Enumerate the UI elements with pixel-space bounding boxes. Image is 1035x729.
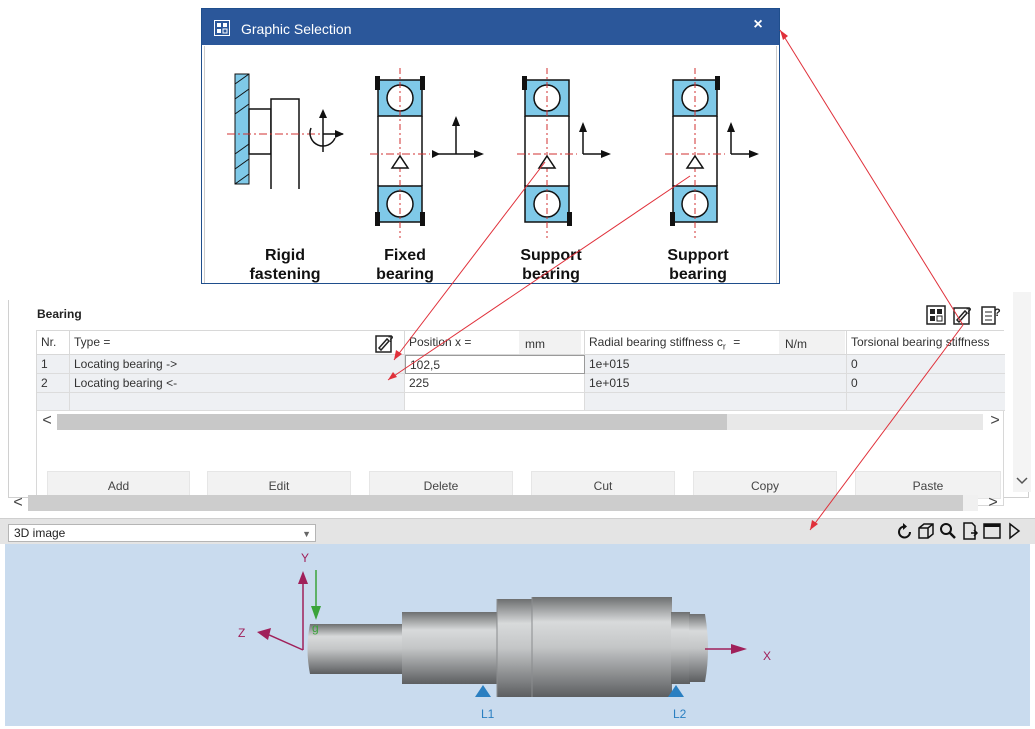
row1-nr: 1 — [37, 355, 70, 374]
3d-viewport[interactable]: Y g Z X L1 L2 — [5, 544, 1030, 726]
header-torsional: Torsional bearing stiffness — [847, 331, 1005, 355]
row3-torsional[interactable] — [847, 393, 1005, 411]
axis-y-label: Y — [301, 551, 310, 565]
table-scroll-right-button[interactable]: > — [990, 412, 1000, 429]
support-bearing-graphic-1[interactable] — [517, 68, 627, 238]
add-button[interactable]: Add — [47, 471, 190, 499]
panel-scroll-left-button[interactable]: < — [13, 494, 23, 511]
table-scrollbar-track[interactable] — [57, 414, 983, 430]
header-type-label: Type = — [74, 335, 111, 349]
edit-type-icon[interactable]: ? — [375, 333, 395, 353]
header-nr: Nr. — [37, 331, 70, 355]
chevron-down-icon: ▼ — [302, 529, 311, 539]
shaft-segment-5 — [671, 612, 690, 684]
annotation-line-3 — [779, 29, 964, 326]
dialog-body: Rigid fastening — [204, 46, 777, 283]
shaft-segment-4 — [532, 597, 672, 697]
panel-scrollbar-track[interactable] — [28, 495, 978, 511]
graphic-selection-icon — [214, 20, 230, 36]
header-radial-sub: r — [722, 341, 726, 352]
shaft-segment-2 — [402, 612, 499, 684]
svg-text:?: ? — [388, 334, 394, 344]
header-type: Type = ? — [70, 331, 405, 355]
svg-text:?: ? — [994, 307, 1001, 319]
header-radial-label: Radial bearing stiffness c — [589, 335, 723, 349]
window-icon[interactable] — [983, 522, 1001, 540]
graphic-selection-icon[interactable] — [926, 305, 946, 325]
header-radial-eq: = — [733, 335, 741, 349]
row3-position[interactable] — [405, 393, 585, 411]
dialog-titlebar[interactable]: Graphic Selection × — [202, 9, 779, 45]
row3-radial[interactable] — [585, 393, 847, 411]
bearing-marker-l1 — [475, 685, 491, 697]
option-rigid-label[interactable]: Rigid fastening — [249, 247, 321, 283]
shaft-segment-1 — [307, 624, 403, 674]
row2-radial[interactable]: 1e+015 — [585, 374, 847, 393]
gravity-label: g — [312, 621, 319, 635]
cube-icon[interactable] — [917, 522, 935, 540]
axis-z-label: Z — [238, 626, 246, 640]
bearing-label-l2: L2 — [673, 707, 687, 721]
svg-text:?: ? — [966, 306, 972, 316]
panel-scrollbar-thumb[interactable] — [28, 495, 963, 511]
rotate-icon[interactable] — [897, 522, 913, 540]
row2-type[interactable]: Locating bearing <- — [70, 374, 405, 393]
bearing-label-l1: L1 — [481, 707, 495, 721]
close-icon[interactable]: × — [753, 16, 763, 33]
row1-torsional[interactable]: 0 — [847, 355, 1005, 374]
panel-vertical-scrollbar[interactable] — [1013, 292, 1031, 492]
play-icon[interactable] — [1007, 522, 1021, 540]
option-support-label-2[interactable]: Support bearing — [667, 247, 729, 283]
row2-torsional[interactable]: 0 — [847, 374, 1005, 393]
support-bearing-graphic-2[interactable] — [665, 68, 775, 238]
fixed-bearing-graphic[interactable] — [370, 68, 490, 238]
shaft-3d-model — [257, 570, 747, 697]
edit-sheet-icon[interactable]: ? — [953, 305, 973, 325]
panel-scroll-right-button[interactable]: > — [988, 494, 998, 511]
row3-nr — [37, 393, 70, 411]
z-axis — [266, 633, 304, 651]
rigid-fastening-graphic[interactable] — [225, 64, 345, 195]
header-position: Position x = mm — [405, 331, 585, 355]
scroll-down-icon[interactable] — [1015, 475, 1029, 487]
shaft-segment-6 — [689, 614, 708, 682]
header-radial: Radial bearing stiffness cr = N/m — [585, 331, 847, 355]
graphic-selection-dialog: Graphic Selection × Rigid fastening — [201, 8, 780, 284]
row1-position[interactable]: 102,5 — [405, 355, 585, 374]
option-support-label-1[interactable]: Support bearing — [520, 247, 582, 283]
bearing-table: Nr. Type = ? Position x = mm Radial bear… — [36, 330, 1005, 506]
header-position-label: Position x = — [409, 335, 472, 349]
section-title: Bearing — [37, 307, 82, 321]
view-dropdown[interactable]: 3D image ▼ — [8, 524, 316, 542]
dialog-title: Graphic Selection — [241, 21, 352, 37]
header-position-unit: mm — [519, 331, 581, 354]
bearing-marker-l2 — [668, 685, 684, 697]
row3-type[interactable] — [70, 393, 405, 411]
row1-type[interactable]: Locating bearing -> — [70, 355, 405, 374]
axis-x-label: X — [763, 649, 772, 663]
header-radial-unit: N/m — [779, 331, 845, 354]
table-scrollbar-thumb[interactable] — [57, 414, 727, 430]
option-fixed-label[interactable]: Fixed bearing — [376, 247, 434, 283]
view-dropdown-value: 3D image — [14, 526, 66, 540]
shaft-segment-3 — [497, 599, 533, 697]
row2-position[interactable]: 225 — [405, 374, 585, 393]
help-list-icon[interactable]: ? — [981, 305, 1001, 325]
export-icon[interactable] — [961, 522, 979, 540]
table-scroll-left-button[interactable]: < — [42, 412, 52, 429]
row2-nr: 2 — [37, 374, 70, 393]
row1-radial[interactable]: 1e+015 — [585, 355, 847, 374]
zoom-icon[interactable] — [939, 522, 957, 540]
